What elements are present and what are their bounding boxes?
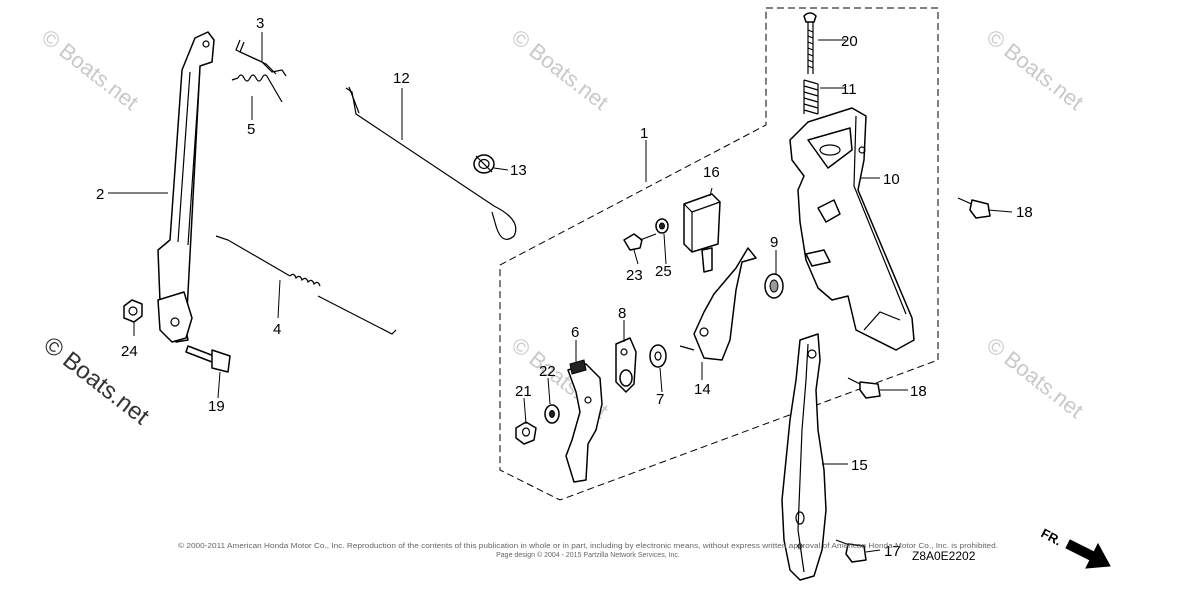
part-2-control-rod (157, 31, 215, 343)
part-5-small-spring (231, 74, 283, 103)
watermark-tile: © Boats.net (982, 332, 1088, 423)
part-21-nut (515, 421, 537, 445)
copyright-line-2: Page design © 2004 - 2015 Partzilla Netw… (496, 551, 680, 559)
part-3-spring-clip (235, 39, 287, 77)
part-18-lower-bolt (847, 377, 881, 399)
part-19-bolt (185, 345, 231, 373)
callout-9: 9 (770, 234, 778, 251)
callout-18-lower: 18 (910, 383, 927, 400)
part-20-long-screw (803, 12, 817, 74)
callout-11: 11 (841, 81, 857, 98)
part-10-main-bracket (789, 107, 915, 351)
watermark-tile: © Boats.net (37, 24, 143, 115)
leader-lines (108, 32, 1013, 553)
part-4-spring-rod (215, 235, 397, 335)
callout-15: 15 (851, 457, 868, 474)
front-direction-indicator: FR. (1039, 525, 1111, 569)
callout-17: 17 (884, 543, 901, 560)
part-7-washer (649, 344, 667, 368)
part-6-arm-plate (565, 359, 603, 483)
part-22-washer (544, 404, 560, 424)
callout-22: 22 (539, 363, 556, 380)
callout-8: 8 (618, 305, 626, 322)
part-18-upper-bolt (957, 197, 991, 219)
part-14-lever-plate (679, 247, 757, 361)
callout-2: 2 (96, 186, 104, 203)
part-15-lever-handle (781, 333, 827, 581)
callout-5: 5 (247, 121, 255, 138)
part-24-flange-nut (123, 299, 143, 323)
callout-3: 3 (256, 15, 264, 32)
part-9-collar (764, 273, 784, 299)
callout-6: 6 (571, 324, 579, 341)
callout-21: 21 (515, 383, 532, 400)
diagram-code: Z8A0E2202 (912, 549, 976, 563)
part-13-nut (473, 154, 495, 174)
callout-19: 19 (208, 398, 225, 415)
part-11-spring (803, 79, 819, 115)
part-8-small-lever (615, 337, 637, 393)
callout-13: 13 (510, 162, 527, 179)
assembly-outline (499, 7, 939, 501)
callout-18-upper: 18 (1016, 204, 1033, 221)
callout-25: 25 (655, 263, 672, 280)
part-17-bolt (835, 539, 867, 563)
callout-1: 1 (640, 125, 648, 142)
callout-7: 7 (656, 391, 664, 408)
part-12-bent-wire (345, 86, 517, 240)
callout-4: 4 (273, 321, 281, 338)
part-25-washer (655, 218, 669, 234)
part-23-screw (623, 233, 657, 251)
callout-20: 20 (841, 33, 858, 50)
copyright-line-1: © 2000-2011 American Honda Motor Co., In… (178, 542, 998, 550)
watermark-tile: © Boats.net (982, 24, 1088, 115)
footer: © 2000-2011 American Honda Motor Co., In… (178, 542, 998, 563)
front-label: FR. (1039, 525, 1065, 548)
front-arrow-icon (1065, 539, 1111, 569)
callout-labels: 3 5 12 2 13 4 1 16 20 11 10 18 9 25 23 8… (96, 15, 1033, 560)
callout-10: 10 (883, 171, 900, 188)
callout-12: 12 (393, 70, 410, 87)
callout-24: 24 (121, 343, 138, 360)
watermark-tile: © Boats.net (507, 24, 613, 115)
callout-16: 16 (703, 164, 720, 181)
callout-14: 14 (694, 381, 711, 398)
part-16-switch (683, 193, 721, 273)
callout-23: 23 (626, 267, 643, 284)
